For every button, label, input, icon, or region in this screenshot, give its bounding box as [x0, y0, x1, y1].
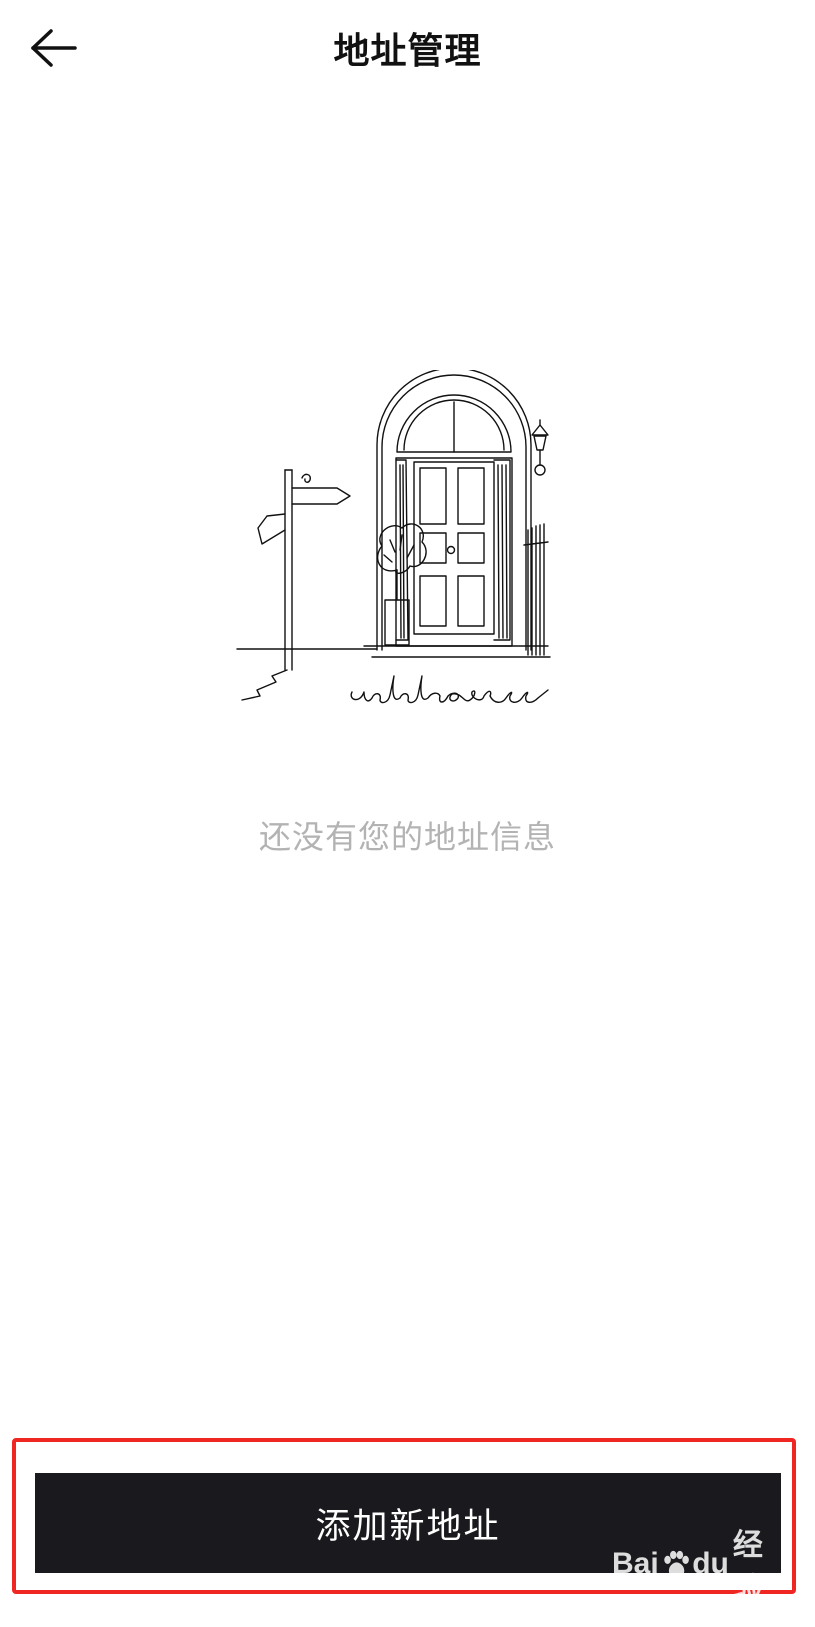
add-new-address-button[interactable]: 添加新地址 — [35, 1473, 781, 1573]
address-door-illustration — [232, 367, 582, 730]
arrow-left-icon — [31, 29, 77, 67]
back-button[interactable] — [22, 18, 86, 78]
watermark-url: jingyan.baidu.com — [612, 1610, 742, 1627]
annotation-highlight-box — [12, 1438, 796, 1594]
top-navigation-bar: 地址管理 — [0, 0, 815, 100]
empty-state-message: 还没有您的地址信息 — [258, 818, 556, 856]
page-title: 地址管理 — [333, 31, 482, 72]
